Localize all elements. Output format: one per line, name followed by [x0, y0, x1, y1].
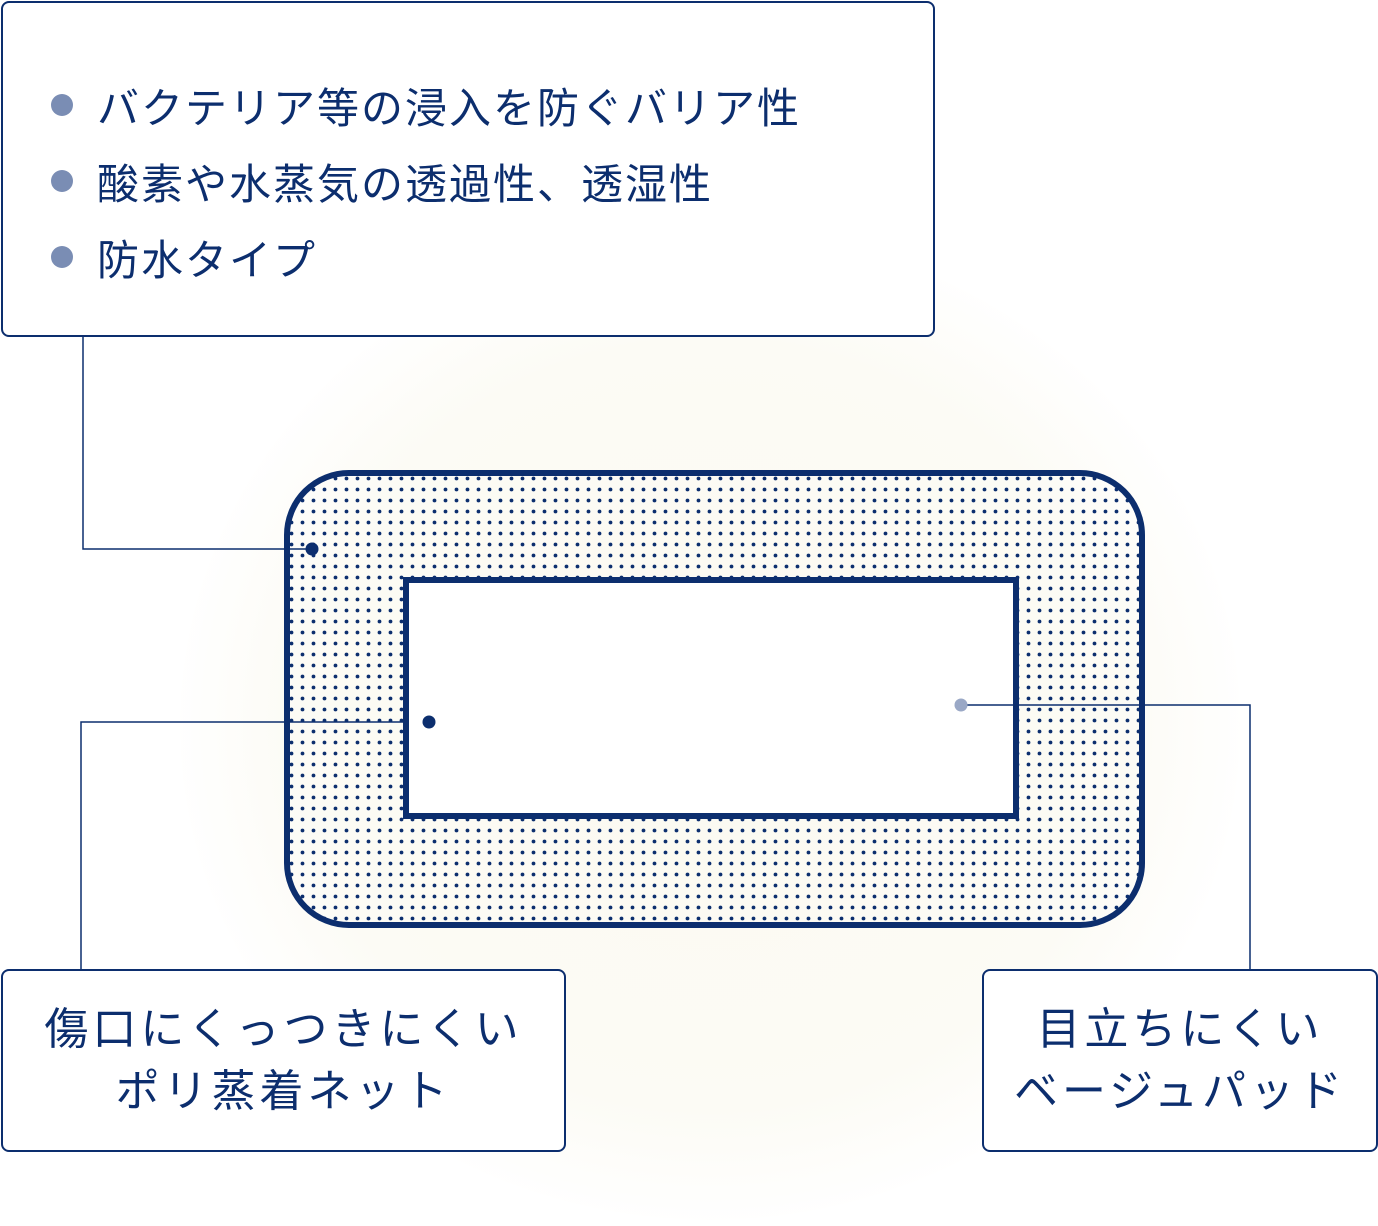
beige-pad: [403, 577, 1019, 819]
pad-marker-dot: [954, 698, 968, 712]
pad-callout: 目立ちにくい ベージュパッド: [982, 969, 1378, 1152]
features-leader-line: [82, 337, 312, 550]
pad-leader-line: [961, 704, 1251, 969]
film-marker-dot: [305, 542, 319, 556]
net-callout-line2: ポリ蒸着ネット: [115, 1065, 452, 1117]
feature-item-waterproof: 防水タイプ: [51, 219, 933, 295]
feature-item-permeability: 酸素や水蒸気の透過性、透湿性: [51, 143, 933, 219]
pad-callout-text: 目立ちにくい ベージュパッド: [984, 971, 1376, 1150]
feature-label: 酸素や水蒸気の透過性、透湿性: [97, 159, 714, 209]
net-callout-line1: 傷口にくっつきにくい: [44, 1003, 523, 1055]
net-callout: 傷口にくっつきにくい ポリ蒸着ネット: [1, 969, 566, 1152]
bullet-icon: [51, 246, 73, 268]
pad-callout-line1: 目立ちにくい: [1036, 1003, 1324, 1055]
net-marker-dot: [422, 715, 436, 729]
film-features-callout: バクテリア等の浸入を防ぐバリア性 酸素や水蒸気の透過性、透湿性 防水タイプ: [1, 1, 935, 337]
feature-label: 防水タイプ: [97, 235, 318, 285]
bullet-icon: [51, 94, 73, 116]
pad-callout-line2: ベージュパッド: [1013, 1065, 1347, 1117]
feature-list: バクテリア等の浸入を防ぐバリア性 酸素や水蒸気の透過性、透湿性 防水タイプ: [51, 67, 933, 295]
feature-label: バクテリア等の浸入を防ぐバリア性: [97, 83, 802, 133]
net-callout-text: 傷口にくっつきにくい ポリ蒸着ネット: [3, 971, 564, 1150]
feature-item-barrier: バクテリア等の浸入を防ぐバリア性: [51, 67, 933, 143]
bullet-icon: [51, 170, 73, 192]
